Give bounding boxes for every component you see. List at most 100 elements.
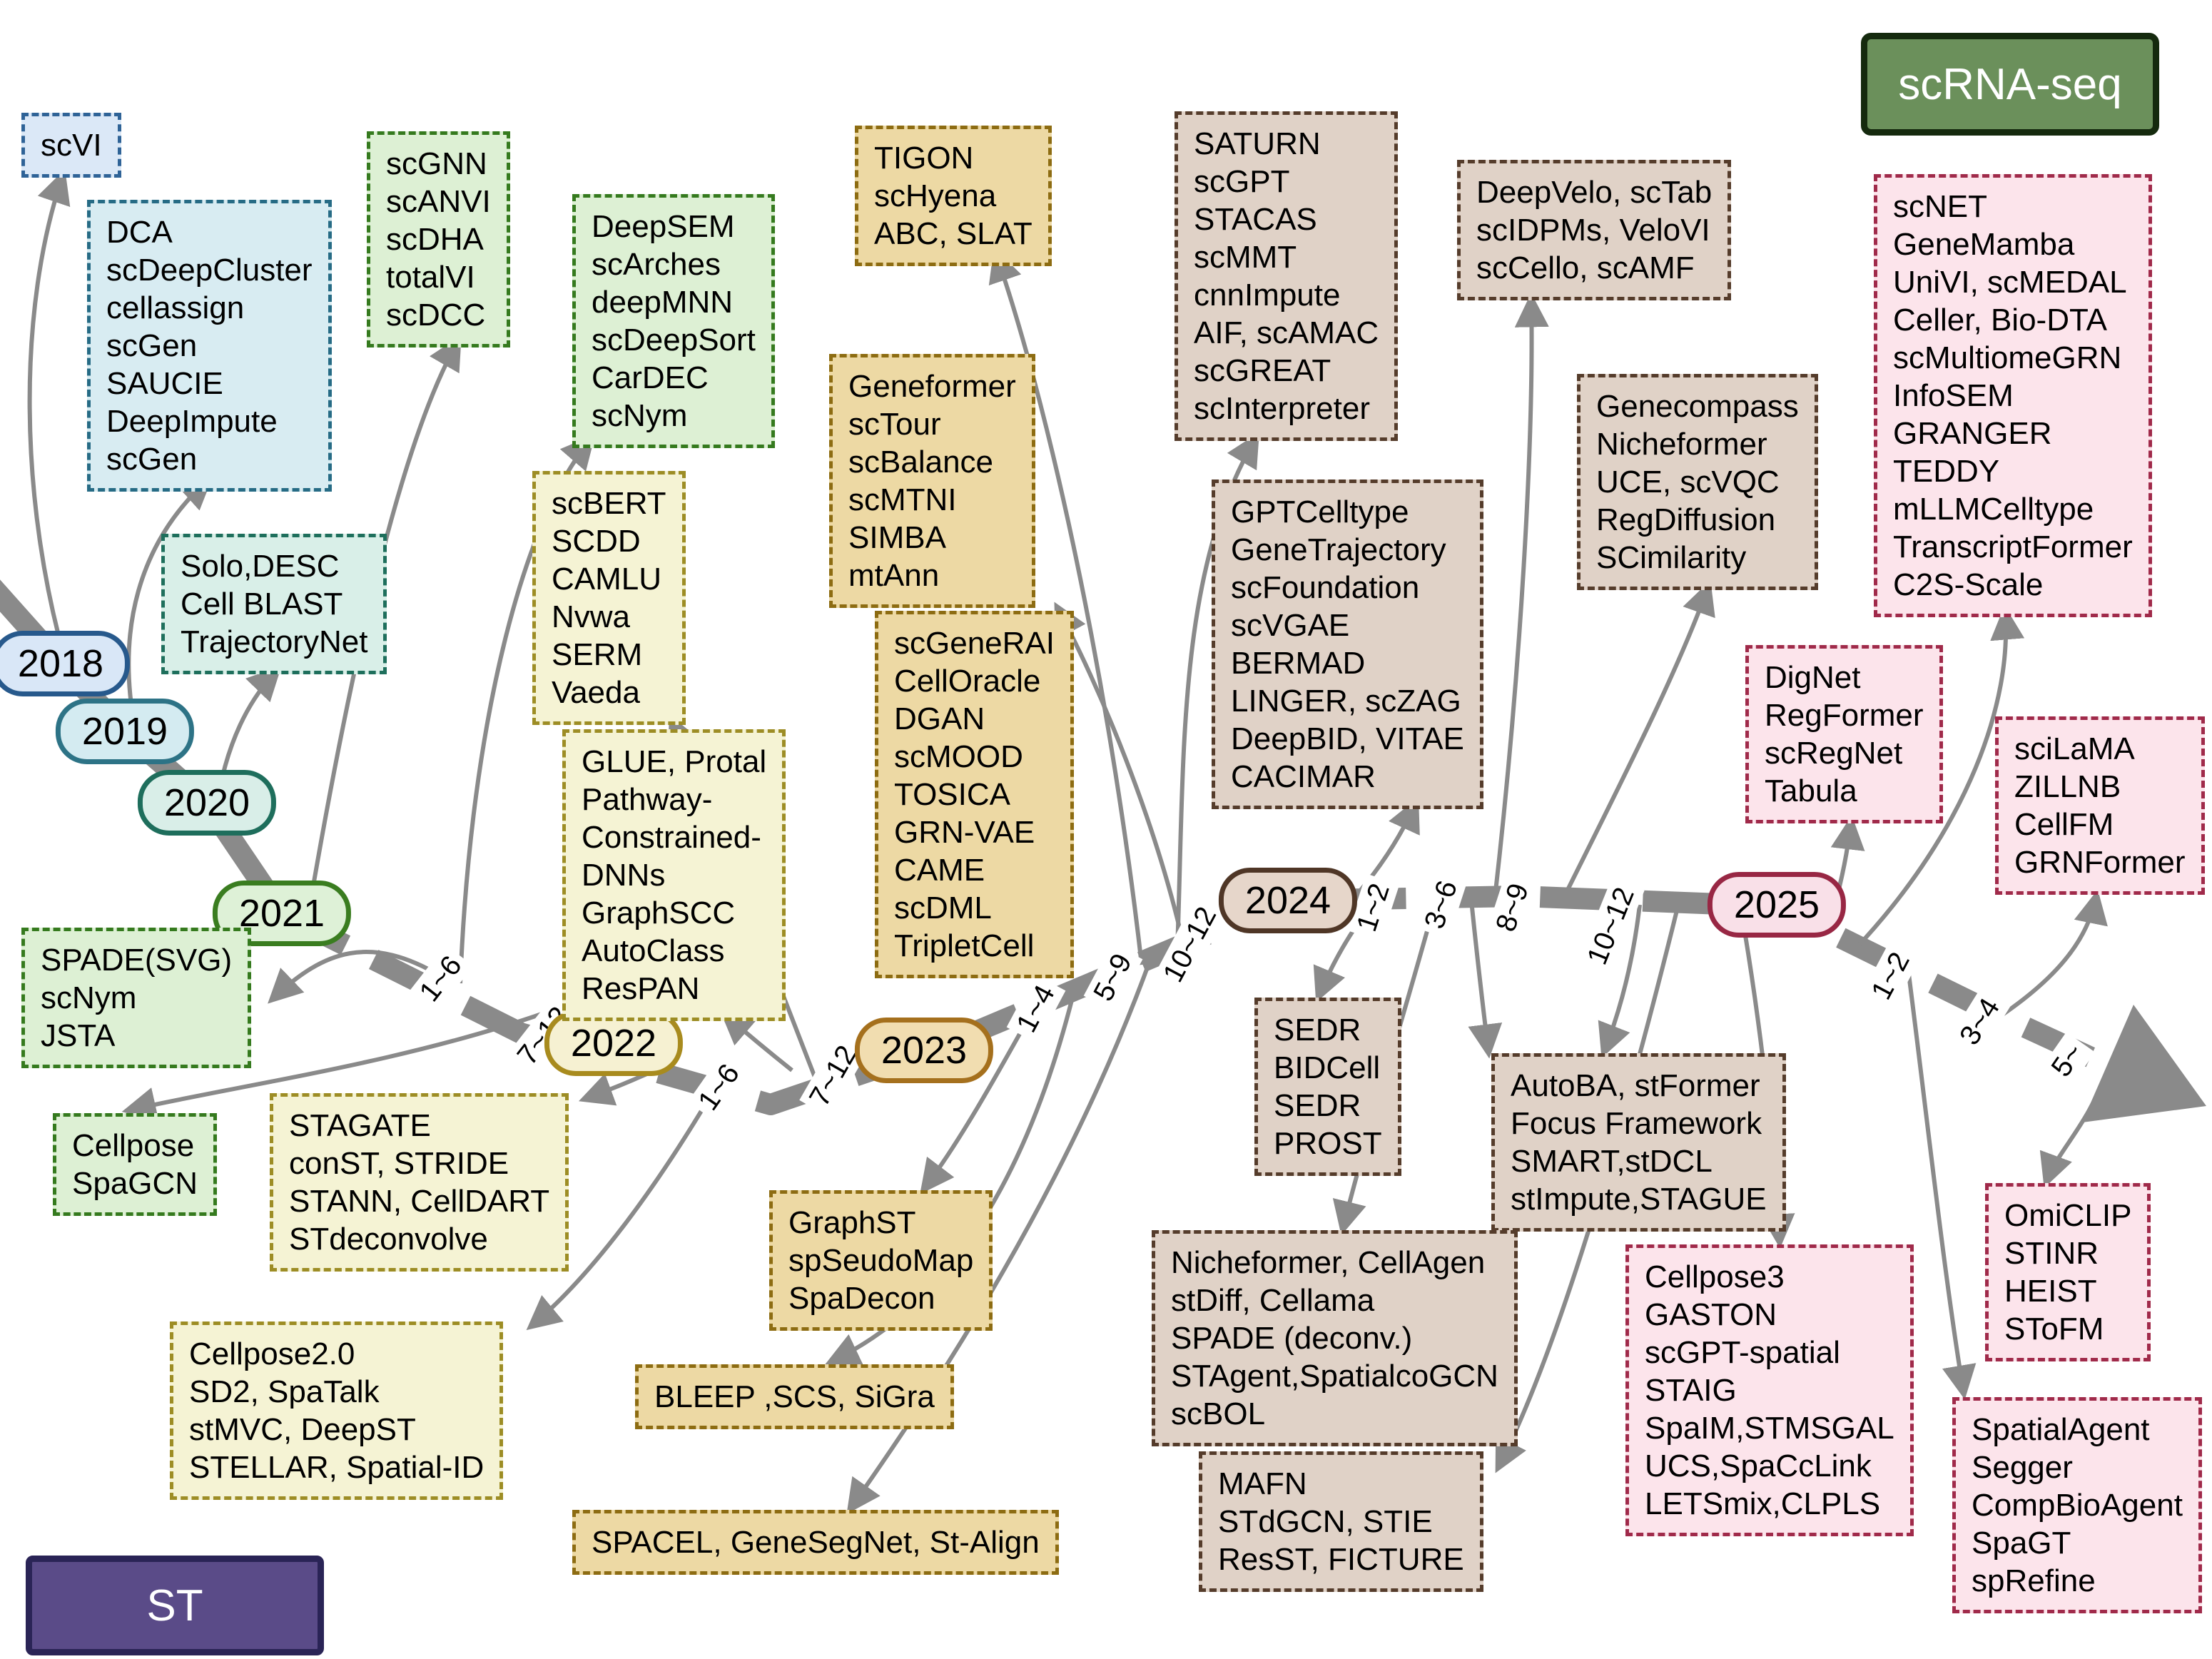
tool-names-line: JSTA	[41, 1018, 116, 1053]
tool-names-line: scMMT	[1194, 240, 1297, 275]
tool-names-line: MAFN	[1218, 1466, 1307, 1501]
tool-names-line: SPADE(SVG)	[41, 943, 233, 978]
tool-names-line: cnnImpute	[1194, 278, 1341, 313]
tool-names-line: ResST, FICTURE	[1218, 1542, 1464, 1577]
tool-names-line: scVI	[41, 128, 102, 163]
year-node-2023: 2023	[854, 1018, 994, 1083]
tool-names-line: HEIST	[2004, 1274, 2097, 1309]
tool-names-line: DCA	[106, 215, 173, 250]
arrow-to-scnet	[1853, 605, 2025, 951]
tool-names-line: TrajectoryNet	[181, 624, 368, 659]
tool-names-line: CellOracle	[894, 664, 1041, 699]
tool-names-line: BIDCell	[1274, 1050, 1381, 1085]
tool-names-line: totalVI	[386, 260, 475, 295]
tool-names-line: scDCC	[386, 298, 486, 333]
tool-names-line: GASTON	[1645, 1297, 1777, 1332]
tool-names-line: SpatialAgent	[1972, 1412, 2150, 1447]
tool-names-line: Nicheformer, CellAgen	[1171, 1245, 1486, 1280]
tool-names-line: SCimilarity	[1596, 540, 1747, 575]
tool-names-line: BLEEP ,SCS, SiGra	[654, 1379, 935, 1414]
tool-names-line: AIF, scAMAC	[1194, 315, 1379, 350]
tool-names-line: TranscriptFormer	[1893, 529, 2133, 564]
tool-names-line: scGREAT	[1194, 353, 1331, 388]
tool-names-line: GeneMamba	[1893, 227, 2075, 262]
tool-names-line: spSeudoMap	[788, 1243, 974, 1278]
tool-names-line: Solo,DESC	[181, 549, 340, 584]
tool-names-line: spRefine	[1972, 1563, 2096, 1598]
tool-names-line: cellassign	[106, 290, 245, 325]
tool-names-line: scNym	[41, 980, 137, 1015]
year-node-2022: 2022	[544, 1010, 684, 1076]
tool-names-line: scVGAE	[1231, 608, 1350, 643]
tool-names-line: scGNN	[386, 146, 487, 181]
tool-names-line: GRANGER	[1893, 416, 2052, 451]
tool-names-line: GLUE, Protal	[582, 744, 767, 779]
tool-names-line: AutoClass	[582, 933, 725, 968]
tool-names-line: PROST	[1274, 1126, 1382, 1161]
tool-names-line: scHyena	[874, 178, 997, 213]
arrow-to-omiclip	[2039, 1066, 2111, 1189]
tool-names-line: GRN-VAE	[894, 815, 1035, 850]
arrow-to-scilama	[1998, 889, 2108, 1019]
tool-names-line: CarDEC	[592, 360, 709, 395]
tool-names-line: DeepBID, VITAE	[1231, 721, 1464, 756]
year-node-2020: 2020	[137, 770, 277, 836]
tool-names-line: scDeepSort	[592, 323, 756, 357]
tool-names-line: scBOL	[1171, 1396, 1266, 1431]
tool-names-line: GraphSCC	[582, 896, 736, 930]
tool-names-line: conST, STRIDE	[289, 1146, 509, 1181]
tool-names-line: GeneTrajectory	[1231, 532, 1446, 567]
tool-names-line: SEDR	[1274, 1013, 1361, 1047]
year-node-2018: 2018	[0, 631, 131, 696]
tool-names-line: CellFM	[2014, 807, 2114, 842]
spacel-tools-box: SPACEL, GeneSegNet, St-Align	[572, 1510, 1059, 1575]
tool-names-line: scDeepCluster	[106, 253, 313, 288]
tool-names-line: OmiCLIP	[2004, 1198, 2132, 1233]
tool-names-line: STACAS	[1194, 202, 1317, 237]
tool-names-line: scGeneRAI	[894, 626, 1055, 661]
tool-names-line: Cell BLAST	[181, 587, 343, 622]
tool-names-line: CAMLU	[552, 562, 662, 597]
tool-names-line: SEDR	[1274, 1088, 1361, 1123]
year-node-2025: 2025	[1707, 872, 1847, 938]
tool-names-line: STELLAR, Spatial-ID	[189, 1450, 484, 1485]
arrow-to-spade	[268, 950, 442, 1004]
tool-names-line: Constrained-	[582, 820, 761, 855]
tool-names-line: TripletCell	[894, 928, 1035, 963]
arrow-to-autoba-2	[1598, 904, 1642, 1058]
year-node-2019: 2019	[55, 699, 195, 764]
tool-names-line: C2S-Scale	[1893, 567, 2044, 602]
tool-names-line: TIGON	[874, 141, 974, 176]
tool-names-line: SPACEL, GeneSegNet, St-Align	[592, 1525, 1040, 1560]
tool-names-line: Vaeda	[552, 675, 640, 710]
tool-names-line: GraphST	[788, 1205, 916, 1240]
tool-names-line: STdGCN, STIE	[1218, 1504, 1433, 1539]
tool-names-line: SpaDecon	[788, 1281, 935, 1316]
tool-names-line: SpaGCN	[72, 1166, 198, 1201]
tool-names-line: SPADE (deconv.)	[1171, 1321, 1413, 1356]
tool-names-line: DeepImpute	[106, 404, 278, 439]
arrow-to-graphst	[920, 1008, 1035, 1194]
tool-names-line: scBERT	[552, 486, 666, 521]
arrow-to-geneformer	[1054, 602, 1187, 950]
arrow-to-cellpose	[121, 1011, 544, 1121]
tool-names-line: scCello, scAMF	[1476, 250, 1695, 285]
arrow-to-autoba-1	[1468, 900, 1503, 1059]
tool-names-line: STAGATE	[289, 1108, 431, 1143]
tool-names-line: DeepSEM	[592, 209, 735, 244]
tool-names-line: Geneformer	[848, 369, 1016, 404]
tool-names-line: Genecompass	[1596, 389, 1799, 424]
tool-names-line: scGPT-spatial	[1645, 1335, 1840, 1370]
